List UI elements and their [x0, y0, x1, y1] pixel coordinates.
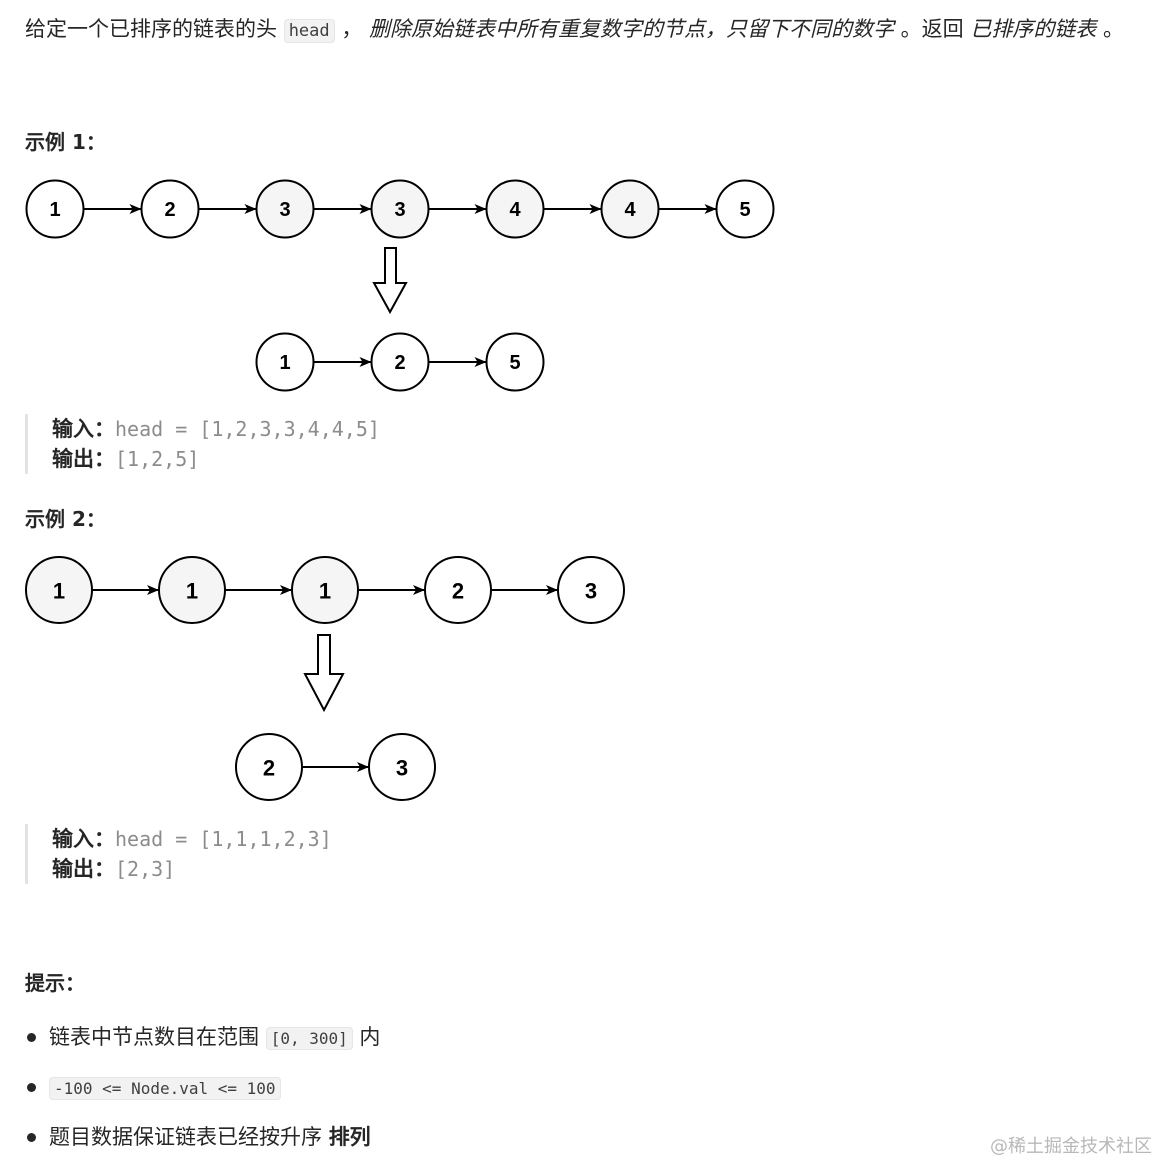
output-label: 输出： [52, 857, 115, 881]
intro-emphasis: 已排序的链表 [970, 17, 1097, 41]
node-value: 1 [186, 579, 198, 604]
node-value: 3 [585, 579, 597, 604]
input-value: head = [1,1,1,2,3] [115, 827, 332, 851]
input-label: 输入： [52, 417, 115, 441]
tip-bold: 排列 [328, 1125, 371, 1149]
range-code: [0, 300] [265, 1027, 353, 1050]
tip-text: 链表中节点数目在范围 [49, 1025, 266, 1049]
list-item: 链表中节点数目在范围 [0, 300] 内 [25, 1020, 380, 1070]
intro-text: ， [334, 17, 369, 41]
tip-text: 题目数据保证链表已经按升序 [49, 1125, 329, 1149]
list-node [557, 556, 625, 624]
node-value: 2 [452, 579, 464, 604]
node-value: 3 [279, 199, 290, 221]
bullet-icon [27, 1133, 36, 1142]
example-2-io: 输入：head = [1,1,1,2,3] 输出：[2,3] [25, 824, 332, 884]
node-value: 1 [279, 352, 290, 374]
list-node [485, 332, 545, 392]
output-value: [1,2,5] [115, 447, 200, 471]
intro-text: 给定一个已排序的链表的头 [25, 17, 284, 41]
watermark: @稀土掘金技术社区 [990, 1136, 1152, 1157]
input-value: head = [1,2,3,3,4,4,5] [115, 417, 380, 441]
node-value: 2 [394, 352, 405, 374]
node-value: 5 [739, 199, 750, 221]
example-1-input-list: 1 2 3 3 4 4 5 [25, 179, 775, 239]
node-value: 4 [509, 199, 521, 221]
example-2-title: 示例 2： [25, 507, 106, 531]
value-range-code: -100 <= Node.val <= 100 [49, 1077, 281, 1100]
example-1-io: 输入：head = [1,2,3,3,4,4,5] 输出：[1,2,5] [25, 414, 380, 474]
node-value: 1 [53, 579, 65, 604]
tips-title: 提示： [25, 971, 85, 995]
example-1-output-list: 1 2 5 [255, 332, 545, 392]
head-code: head [283, 19, 335, 43]
node-value: 1 [49, 199, 60, 221]
constraints-list: 链表中节点数目在范围 [0, 300] 内 -100 <= Node.val <… [25, 1020, 380, 1170]
node-value: 3 [394, 199, 405, 221]
transform-arrow [372, 247, 408, 315]
input-label: 输入： [52, 827, 115, 851]
example-1-diagram: 1 2 3 3 4 4 5 1 2 5 [25, 179, 775, 392]
node-value: 2 [164, 199, 175, 221]
output-value: [2,3] [115, 857, 176, 881]
transform-arrow [303, 634, 345, 713]
node-value: 3 [396, 756, 408, 781]
example-1-title: 示例 1： [25, 130, 106, 154]
node-value: 2 [263, 756, 275, 781]
node-value: 5 [509, 352, 520, 374]
tip-text: 内 [352, 1025, 381, 1049]
list-item: -100 <= Node.val <= 100 [25, 1070, 380, 1120]
output-label: 输出： [52, 447, 115, 471]
node-value: 4 [624, 199, 636, 221]
bullet-icon [27, 1083, 36, 1092]
example-2-input-list: 1 1 1 2 3 [25, 556, 625, 624]
list-item: 题目数据保证链表已经按升序 排列 [25, 1120, 380, 1170]
intro-text: 。 [1096, 17, 1125, 41]
bullet-icon [27, 1033, 36, 1042]
list-node [715, 179, 775, 239]
list-node [368, 733, 436, 801]
intro-text: 。返回 [894, 17, 971, 41]
intro-emphasis: 删除原始链表中所有重复数字的节点，只留下不同的数字 [369, 17, 894, 41]
problem-description: 给定一个已排序的链表的头 head ， 删除原始链表中所有重复数字的节点，只留下… [25, 14, 1145, 46]
node-value: 1 [319, 579, 331, 604]
